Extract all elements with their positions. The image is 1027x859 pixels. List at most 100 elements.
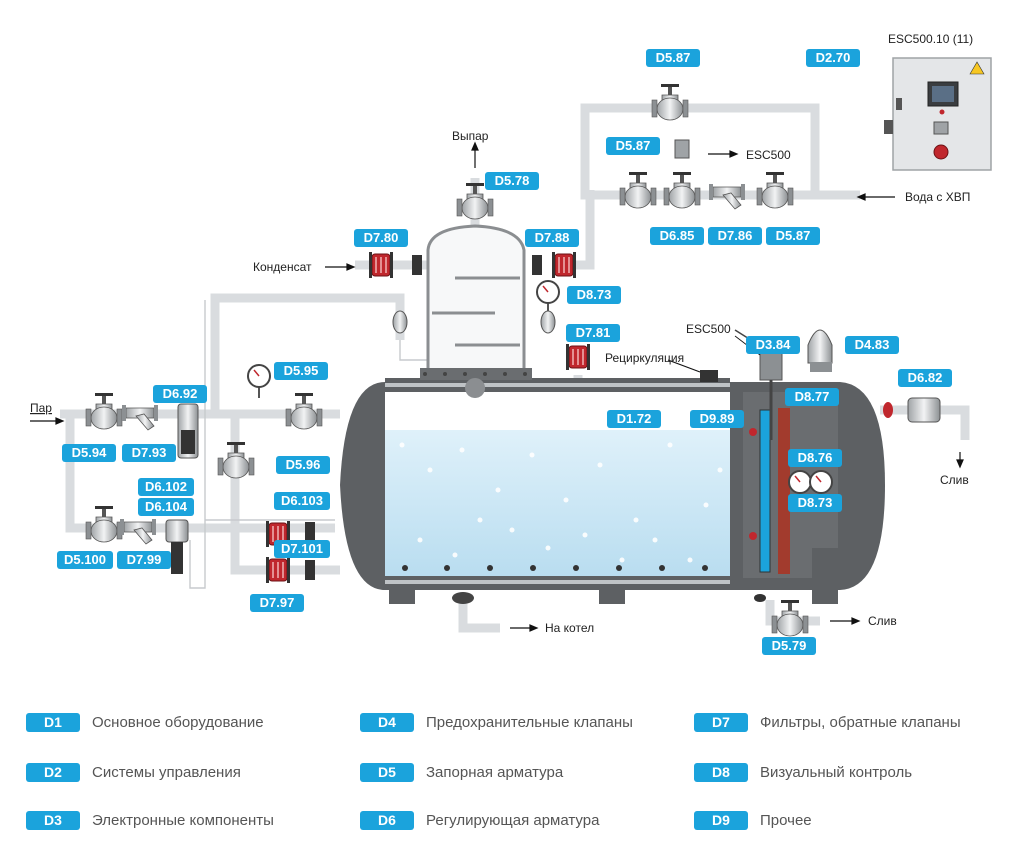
tag-d7-80: D7.80 <box>354 229 408 247</box>
tag-d2-70: D2.70 <box>806 49 860 67</box>
legend-code: D1 <box>26 712 80 732</box>
legend-item-d7: D7 Фильтры, обратные клапаны <box>694 711 961 733</box>
legend-code: D4 <box>360 712 414 732</box>
svg-text:D4.83: D4.83 <box>855 337 890 352</box>
esc500-mid-label: ESC500 <box>686 322 731 336</box>
legend-text: Фильтры, обратные клапаны <box>760 713 961 731</box>
svg-text:D5.87: D5.87 <box>776 228 811 243</box>
tag-d7-81: D7.81 <box>566 324 620 342</box>
svg-text:D5.100: D5.100 <box>64 552 106 567</box>
steam-label: Пар <box>30 401 52 415</box>
legend-code: D2 <box>26 762 80 782</box>
svg-text:D7.101: D7.101 <box>281 541 323 556</box>
drain-bottom-label: Слив <box>868 614 897 628</box>
deaerator-column <box>420 224 532 398</box>
tag-d8-76: D8.76 <box>788 449 842 467</box>
tag-d7-101: D7.101 <box>274 540 330 558</box>
legend-text: Визуальный контроль <box>760 763 913 781</box>
tag-d6-104: D6.104 <box>138 498 194 516</box>
tag-d5-96: D5.96 <box>276 456 330 474</box>
svg-text:D8.73: D8.73 <box>577 287 612 302</box>
svg-text:D1.72: D1.72 <box>617 411 652 426</box>
tag-d6-103: D6.103 <box>274 492 330 510</box>
legend-code: D7 <box>694 712 748 732</box>
tag-d7-93: D7.93 <box>122 444 176 462</box>
legend-text: Прочее <box>760 811 812 829</box>
svg-text:D5.87: D5.87 <box>616 138 651 153</box>
svg-text:D7.99: D7.99 <box>127 552 162 567</box>
cabinet-title: ESC500.10 (11) <box>888 32 973 46</box>
legend-text: Запорная арматура <box>426 763 564 781</box>
legend-item-d3: D3 Электронные компоненты <box>26 809 274 831</box>
legend-item-d4: D4 Предохранительные клапаны <box>360 711 633 733</box>
drain-right-label: Слив <box>940 473 969 487</box>
svg-text:D7.97: D7.97 <box>260 595 295 610</box>
tag-d5-95: D5.95 <box>274 362 328 380</box>
tag-d6-102: D6.102 <box>138 478 194 496</box>
legend-item-d5: D5 Запорная арматура <box>360 761 563 783</box>
legend-item-d9: D9 Прочее <box>694 809 812 831</box>
components <box>85 83 941 637</box>
svg-text:D5.95: D5.95 <box>284 363 319 378</box>
svg-text:D5.78: D5.78 <box>495 173 530 188</box>
tag-d7-99: D7.99 <box>117 551 171 569</box>
svg-text:D7.80: D7.80 <box>364 230 399 245</box>
to-boiler-label: На котел <box>545 621 594 635</box>
condensate-label: Конденсат <box>253 260 312 274</box>
legend-text: Регулирующая арматура <box>426 811 600 829</box>
svg-text:D9.89: D9.89 <box>700 411 735 426</box>
tag-d3-84: D3.84 <box>746 336 800 354</box>
svg-text:D5.94: D5.94 <box>72 445 107 460</box>
tag-d5-87-top: D5.87 <box>646 49 700 67</box>
tag-d5-87-left: D5.87 <box>606 137 660 155</box>
svg-text:D6.85: D6.85 <box>660 228 695 243</box>
svg-text:D5.87: D5.87 <box>656 50 691 65</box>
svg-text:D6.92: D6.92 <box>163 386 198 401</box>
vent-label: Выпар <box>452 129 489 143</box>
legend-code: D6 <box>360 810 414 830</box>
tag-d5-79: D5.79 <box>762 637 816 655</box>
legend-code: D3 <box>26 810 80 830</box>
legend-item-d8: D8 Визуальный контроль <box>694 761 912 783</box>
tag-d5-87-right: D5.87 <box>766 227 820 245</box>
recirc-label: Рециркуляция <box>605 351 684 365</box>
tag-d7-86: D7.86 <box>708 227 762 245</box>
tag-d8-73-top: D8.73 <box>567 286 621 304</box>
tag-d6-92: D6.92 <box>153 385 207 403</box>
tag-d5-78: D5.78 <box>485 172 539 190</box>
control-cabinet <box>884 57 992 171</box>
tag-d4-83: D4.83 <box>845 336 899 354</box>
legend-code: D9 <box>694 810 748 830</box>
schematic-svg: ESC500.10 (11) ESC500 Вода с ХВП Выпар К… <box>30 32 992 655</box>
svg-text:D8.73: D8.73 <box>798 495 833 510</box>
legend-code: D8 <box>694 762 748 782</box>
tag-d5-94: D5.94 <box>62 444 116 462</box>
svg-text:D6.82: D6.82 <box>908 370 943 385</box>
svg-text:D7.93: D7.93 <box>132 445 167 460</box>
svg-text:D8.77: D8.77 <box>795 389 830 404</box>
legend-item-d6: D6 Регулирующая арматура <box>360 809 599 831</box>
tag-d6-85: D6.85 <box>650 227 704 245</box>
tag-d8-77: D8.77 <box>785 388 839 406</box>
svg-text:D6.103: D6.103 <box>281 493 323 508</box>
tag-d9-89: D9.89 <box>690 410 744 428</box>
svg-text:D5.79: D5.79 <box>772 638 807 653</box>
tag-d8-73-bottom: D8.73 <box>788 494 842 512</box>
svg-text:D3.84: D3.84 <box>756 337 791 352</box>
tag-d1-72: D1.72 <box>607 410 661 428</box>
legend-text: Предохранительные клапаны <box>426 713 633 731</box>
legend-text: Электронные компоненты <box>92 811 274 829</box>
svg-text:D7.81: D7.81 <box>576 325 611 340</box>
tag-d7-88: D7.88 <box>525 229 579 247</box>
svg-text:D7.88: D7.88 <box>535 230 570 245</box>
esc500-top-label: ESC500 <box>746 148 791 162</box>
svg-text:D5.96: D5.96 <box>286 457 321 472</box>
legend-code: D5 <box>360 762 414 782</box>
svg-text:D6.104: D6.104 <box>145 499 188 514</box>
tag-d6-82: D6.82 <box>898 369 952 387</box>
svg-text:D7.86: D7.86 <box>718 228 753 243</box>
svg-text:D6.102: D6.102 <box>145 479 187 494</box>
